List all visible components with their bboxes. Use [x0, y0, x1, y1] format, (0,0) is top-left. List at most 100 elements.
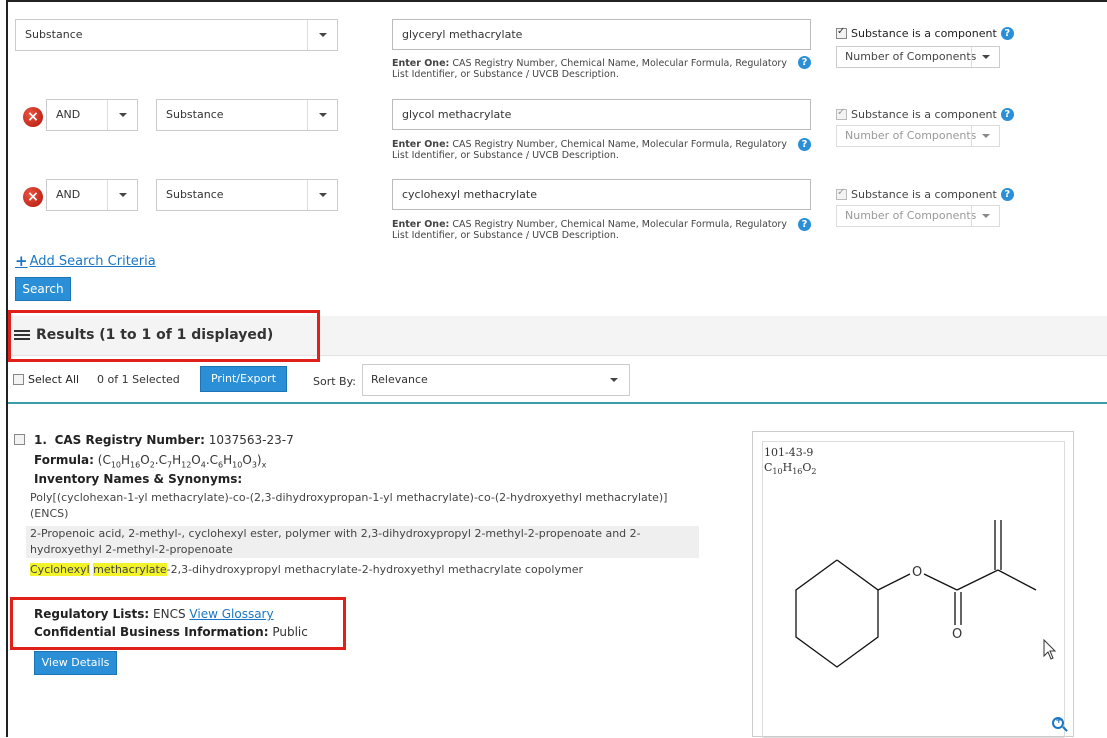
help-icon[interactable]: ?	[1000, 27, 1014, 40]
cas-label: CAS Registry Number:	[54, 433, 205, 447]
chevron-down-icon	[107, 100, 137, 130]
hint-label: Enter One:	[392, 58, 450, 69]
regulatory-lists-label: Regulatory Lists:	[34, 607, 150, 621]
print-export-button[interactable]: Print/Export	[200, 366, 287, 392]
record-index: 1.	[34, 433, 47, 447]
field-select-3[interactable]: Substance	[156, 179, 338, 211]
select-all-checkbox-row[interactable]: Select All	[13, 373, 79, 386]
results-title: Results (1 to 1 of 1 displayed)	[14, 327, 273, 343]
bond	[956, 569, 999, 591]
field-select-value: Substance	[25, 28, 83, 41]
field-select-1[interactable]: Substance	[15, 19, 338, 51]
record-checkbox-row[interactable]	[14, 434, 29, 445]
help-icon[interactable]: ?	[798, 138, 811, 151]
chevron-down-icon	[307, 100, 337, 130]
component-checkbox-label: Substance is a component	[851, 188, 997, 201]
component-checkbox[interactable]	[836, 187, 847, 200]
plus-icon: +	[15, 252, 28, 270]
component-checkbox[interactable]	[836, 107, 847, 120]
hint-label: Enter One:	[392, 139, 450, 150]
highlight-box-regulatory	[10, 597, 346, 650]
component-checkbox-row-2[interactable]: Substance is a component ?	[836, 107, 1014, 121]
input-hint-3: Enter One: CAS Registry Number, Chemical…	[392, 219, 802, 241]
synonym-2: 2-Propenoic acid, 2-methyl-, cyclohexyl …	[26, 526, 699, 558]
view-details-button[interactable]: View Details	[34, 651, 117, 675]
window-frame-top	[6, 0, 1107, 2]
help-icon[interactable]: ?	[798, 218, 811, 231]
help-icon[interactable]: ?	[1000, 188, 1014, 201]
sort-by-select[interactable]: Relevance	[362, 364, 630, 396]
chevron-down-icon	[107, 180, 137, 210]
bond	[923, 573, 958, 591]
component-checkbox-row-3[interactable]: Substance is a component ?	[836, 187, 1014, 201]
operator-select-2[interactable]: AND	[46, 99, 138, 131]
zoom-in-icon[interactable]: +	[1052, 716, 1064, 729]
bond	[997, 569, 1037, 591]
synonym-text: -2,3-dihydroxypropyl methacrylate-2-hydr…	[166, 563, 583, 576]
record-checkbox[interactable]	[14, 434, 25, 445]
search-button-label: Search	[22, 282, 64, 296]
hint-text: CAS Registry Number, Chemical Name, Mole…	[392, 219, 787, 241]
results-divider	[8, 402, 1107, 404]
chevron-down-icon	[971, 126, 999, 146]
chevron-down-icon	[971, 206, 999, 226]
number-of-components-value: Number of Components	[845, 129, 977, 142]
number-of-components-select-2[interactable]: Number of Components	[836, 125, 1000, 147]
bond	[877, 573, 911, 591]
cbi-value: Public	[272, 625, 308, 639]
structure-panel	[752, 431, 1074, 738]
synonym-1: Poly[(cyclohexan-1-yl methacrylate)-co-(…	[30, 491, 668, 520]
search-input-value: cyclohexyl methacrylate	[402, 188, 537, 201]
select-all-checkbox[interactable]	[13, 374, 24, 385]
results-header-bar	[8, 316, 1107, 356]
number-of-components-value: Number of Components	[845, 50, 977, 63]
regulatory-lists-value: ENCS	[153, 607, 186, 621]
search-input-3[interactable]: cyclohexyl methacrylate	[392, 179, 811, 210]
component-checkbox-row-1[interactable]: Substance is a component ?	[836, 26, 1014, 40]
window-frame-left	[6, 0, 8, 737]
search-input-2[interactable]: glycol methacrylate	[392, 99, 811, 130]
help-icon[interactable]: ?	[798, 56, 811, 69]
synonym-3: Cyclohexyl methacrylate-2,3-dihydroxypro…	[30, 562, 703, 578]
component-checkbox[interactable]	[836, 26, 847, 39]
hint-label: Enter One:	[392, 219, 450, 230]
sort-by-label: Sort By:	[313, 375, 357, 388]
hint-text: CAS Registry Number, Chemical Name, Mole…	[392, 58, 787, 80]
help-icon[interactable]: ?	[1000, 108, 1014, 121]
view-glossary-link[interactable]: View Glossary	[189, 607, 274, 621]
operator-select-3[interactable]: AND	[46, 179, 138, 211]
chevron-down-icon	[307, 20, 337, 50]
synonym-highlight: methacrylate	[93, 563, 167, 576]
number-of-components-value: Number of Components	[845, 209, 977, 222]
cas-registry-line: 1. CAS Registry Number: 1037563-23-7	[34, 433, 294, 447]
search-input-1[interactable]: glyceryl methacrylate	[392, 19, 811, 50]
remove-criteria-icon[interactable]: ×	[23, 187, 43, 207]
synonym-highlight: Cyclohexyl	[30, 563, 90, 576]
operator-select-value: AND	[56, 108, 81, 121]
field-select-2[interactable]: Substance	[156, 99, 338, 131]
structure-formula: C10H16O2	[764, 461, 817, 477]
cbi-label: Confidential Business Information:	[34, 625, 269, 639]
hint-text: CAS Registry Number, Chemical Name, Mole…	[392, 139, 787, 161]
print-export-label: Print/Export	[210, 372, 277, 385]
remove-criteria-icon[interactable]: ×	[23, 107, 43, 127]
highlight-box-results	[8, 310, 320, 362]
list-icon	[14, 330, 30, 340]
add-search-criteria-link[interactable]: + Add Search Criteria	[15, 252, 156, 270]
sort-by-value: Relevance	[371, 373, 428, 386]
inventory-names-line: Inventory Names & Synonyms:	[34, 472, 242, 486]
formula-label: Formula:	[34, 453, 94, 467]
field-select-value: Substance	[166, 188, 224, 201]
search-button[interactable]: Search	[15, 277, 71, 301]
number-of-components-select-1[interactable]: Number of Components	[836, 46, 1000, 68]
chevron-down-icon	[307, 180, 337, 210]
field-select-value: Substance	[166, 108, 224, 121]
regulatory-lists-line: Regulatory Lists: ENCS View Glossary	[34, 607, 274, 621]
number-of-components-select-3[interactable]: Number of Components	[836, 205, 1000, 227]
view-details-label: View Details	[41, 656, 110, 669]
atom-oxygen-carbonyl: O	[952, 627, 963, 642]
search-input-value: glyceryl methacrylate	[402, 28, 523, 41]
selected-count: 0 of 1 Selected	[97, 373, 180, 386]
input-hint-1: Enter One: CAS Registry Number, Chemical…	[392, 58, 802, 80]
